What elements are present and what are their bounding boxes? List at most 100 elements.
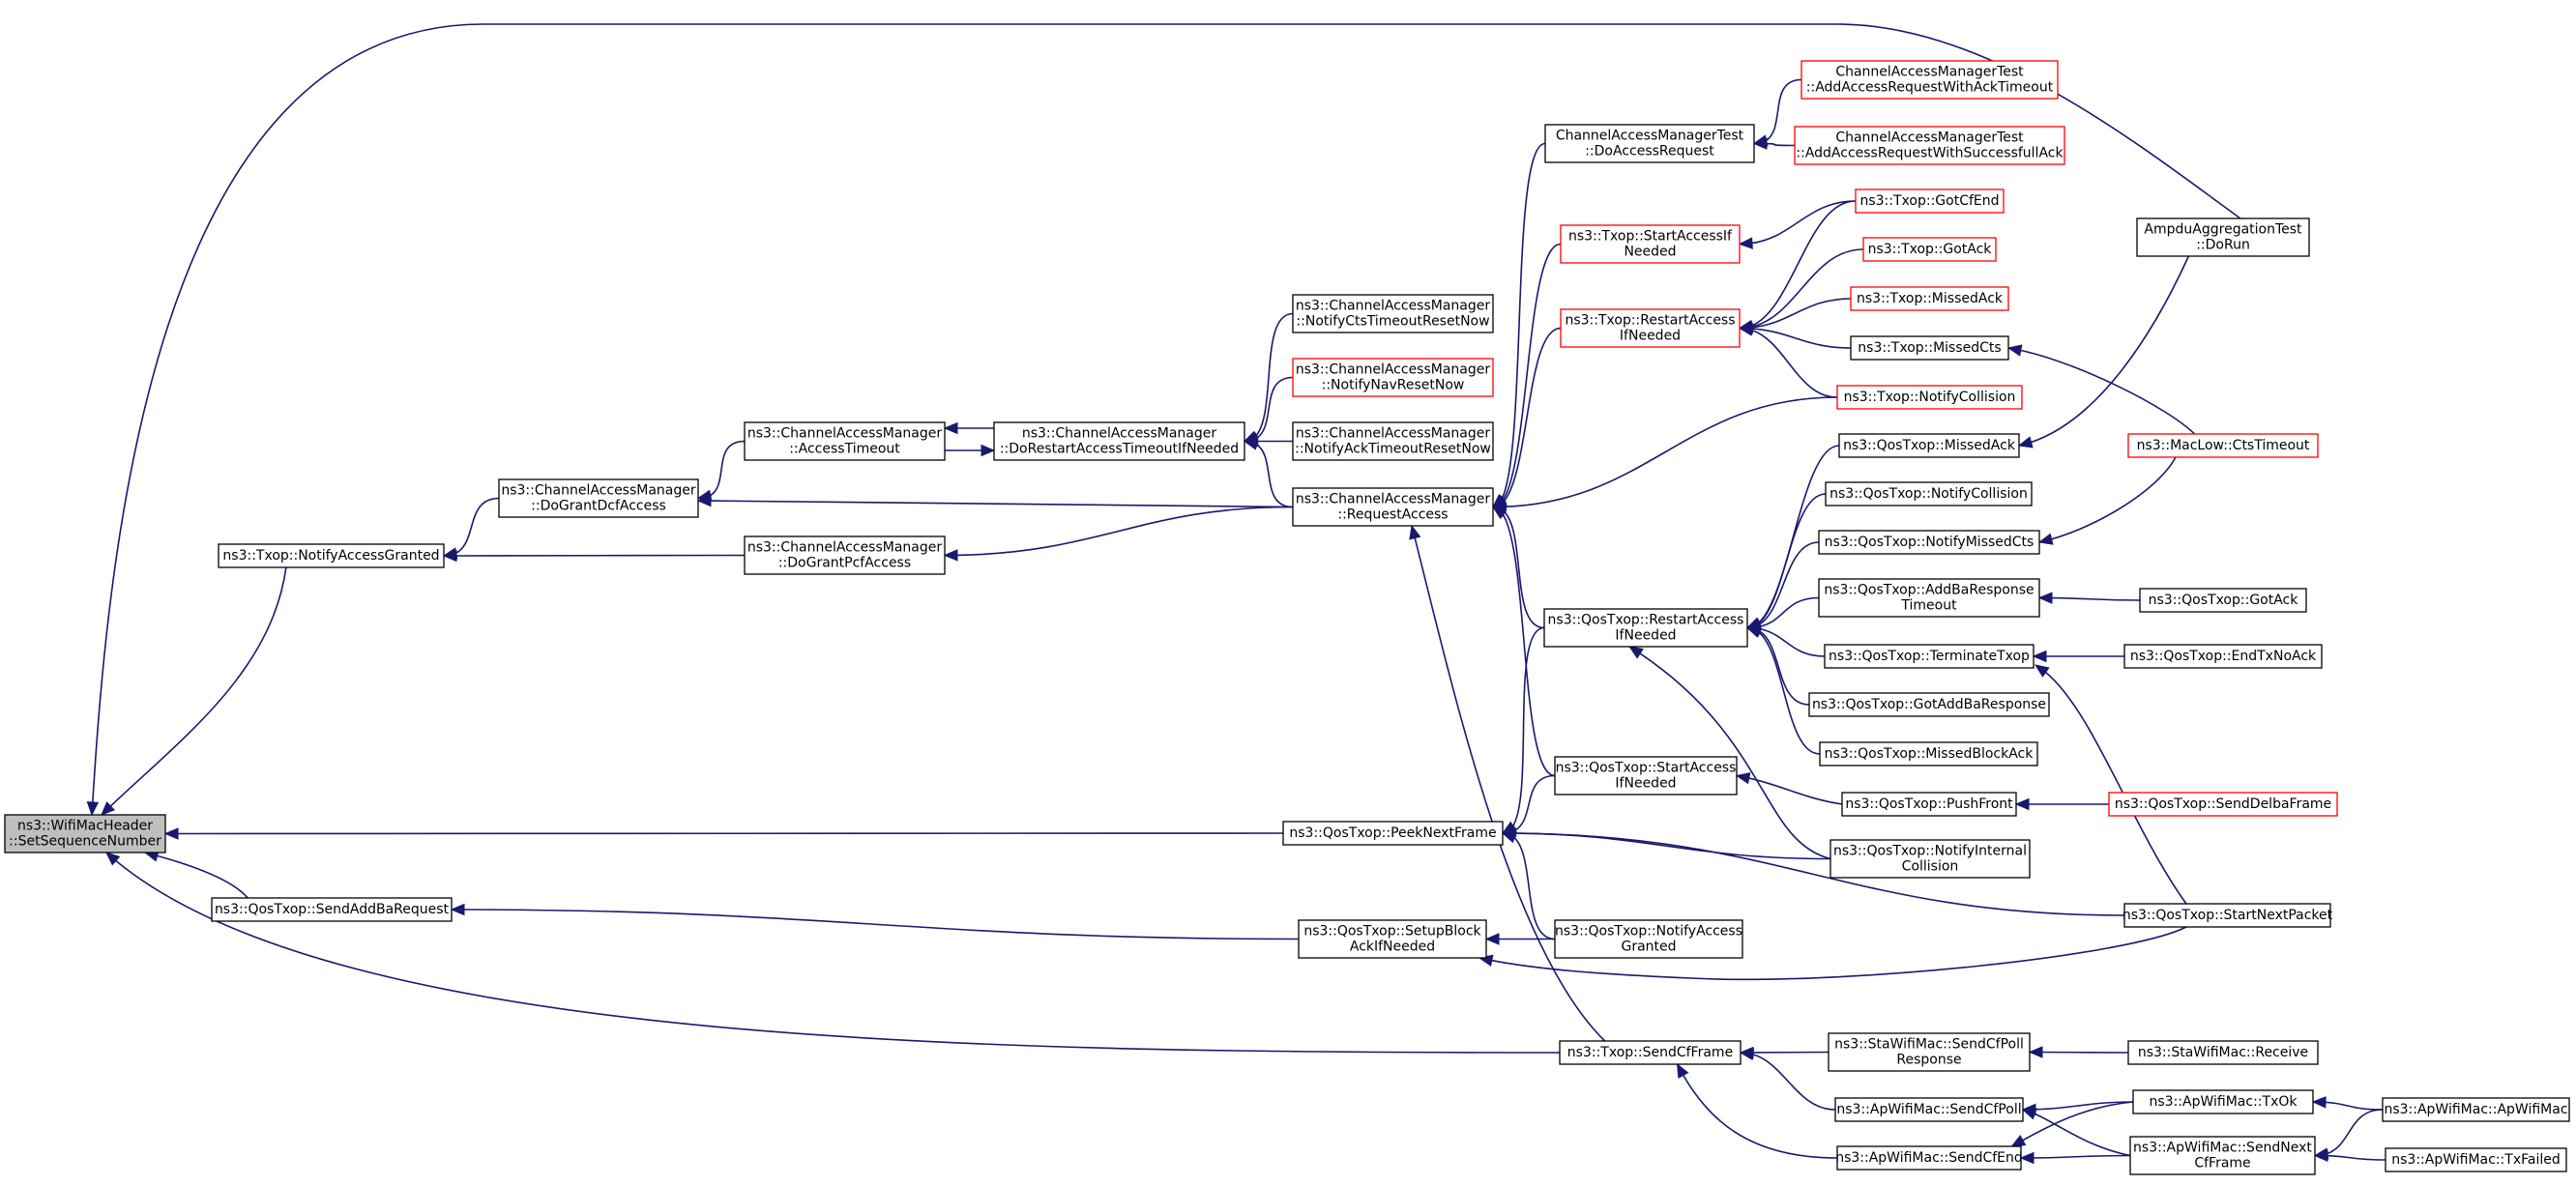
node-cam-do-restart-access-timeout[interactable]: ns3::ChannelAccessManager::DoRestartAcce… [993,421,1245,461]
node-txop-missed-ack[interactable]: ns3::Txop::MissedAck [1850,286,2009,311]
node-qos-missed-ack[interactable]: ns3::QosTxop::MissedAck [1838,433,2020,458]
call-edge-qos_got_ack-to-qos_addba_response_timeout [2037,592,2141,604]
node-ap-tx-ok[interactable]: ns3::ApWifiMac::TxOk [2132,1089,2314,1114]
node-box [1794,126,2065,165]
arrowhead-icon [450,903,465,916]
node-label: ns3::QosTxop::NotifyCollision [1830,486,2028,502]
node-box [1292,421,1494,461]
node-sta-receive[interactable]: ns3::StaWifiMac::Receive [2127,1040,2319,1065]
node-cam-access-timeout[interactable]: ns3::ChannelAccessManager::AccessTimeout [744,421,946,461]
node-ap-wifi-mac[interactable]: ns3::ApWifiMac::ApWifiMac [2382,1097,2570,1122]
node-ap-send-cf-poll[interactable]: ns3::ApWifiMac::SendCfPoll [1834,1097,2024,1122]
node-box [1292,294,1494,333]
node-label: ns3::QosTxop::MissedAck [1843,438,2016,453]
node-txop-notify-access-granted[interactable]: ns3::Txop::NotifyAccessGranted [218,543,445,568]
node-label: Needed [1624,245,1676,260]
node-maclow-cts-timeout[interactable]: ns3::MacLow::CtsTimeout [2127,433,2319,458]
node-label: AckIfNeeded [1350,940,1435,955]
node-txop-got-ack[interactable]: ns3::Txop::GotAck [1862,237,1997,262]
node-cam-do-grant-dcf-access[interactable]: ns3::ChannelAccessManager::DoGrantDcfAcc… [498,478,699,518]
node-box [1862,237,1997,262]
node-cam-notify-cts-timeout[interactable]: ns3::ChannelAccessManager::NotifyCtsTime… [1292,294,1494,333]
node-camt-add-access-ack-timeout[interactable]: ChannelAccessManagerTest::AddAccessReque… [1800,60,2059,100]
node-box [2127,433,2319,458]
arrowhead-icon [1738,324,1754,336]
node-wifi-set-sequence-number[interactable]: ns3::WifiMacHeader::SetSequenceNumber [4,814,166,853]
node-box [1292,358,1494,397]
arrowhead-icon [86,801,100,817]
node-label: ns3::WifiMacHeader [17,819,153,834]
node-qos-notify-access-granted[interactable]: ns3::QosTxop::NotifyAccessGranted [1554,919,1743,959]
node-cam-notify-nav-reset[interactable]: ns3::ChannelAccessManager::NotifyNavRese… [1292,358,1494,397]
node-qos-notify-collision[interactable]: ns3::QosTxop::NotifyCollision [1825,481,2033,506]
node-qos-notify-missed-cts[interactable]: ns3::QosTxop::NotifyMissedCts [1818,530,2040,555]
arrowhead-icon [981,444,996,457]
arrowhead-icon [1484,933,1500,945]
node-cam-request-access[interactable]: ns3::ChannelAccessManager::RequestAccess [1292,487,1494,527]
arrowhead-icon [442,549,457,563]
node-txop-send-cf-frame[interactable]: ns3::Txop::SendCfFrame [1559,1040,1742,1065]
node-label: IfNeeded [1620,329,1681,344]
node-qos-start-next-packet[interactable]: ns3::QosTxop::StartNextPacket [2122,903,2333,928]
node-qos-terminate-txop[interactable]: ns3::QosTxop::TerminateTxop [1824,644,2034,669]
call-edge-ap_send_cf_poll-to-txop_send_cf_frame [1739,1048,1836,1111]
arrowhead-icon [2034,664,2050,678]
call-edge-maclow_cts_timeout-to-qos_notify_missed_cts [2037,456,2177,545]
call-edge-cam_notify_cts_timeout-to-cam_do_restart_access_timeout [1243,312,1294,443]
call-edge-txop_send_cf_frame-to-cam_request_access [1409,524,1606,1042]
arrowhead-icon [163,827,179,840]
call-edge-cam_do_restart_access_timeout-to-cam_access_timeout [943,421,994,435]
node-label: ns3::ApWifiMac::SendCfPoll [1836,1102,2021,1117]
node-label: ::NotifyNavResetNow [1322,378,1465,393]
node-label: ns3::QosTxop::NotifyAccess [1555,924,1742,940]
call-edge-txop_notify_collision-to-cam_request_access [1491,396,1838,513]
node-label: Response [1896,1053,1961,1068]
node-qos-push-front[interactable]: ns3::QosTxop::PushFront [1841,792,2017,817]
node-qos-send-delba-frame[interactable]: ns3::QosTxop::SendDelbaFrame [2108,792,2338,817]
node-txop-missed-cts[interactable]: ns3::Txop::MissedCts [1850,335,2009,361]
node-cam-do-grant-pcf-access[interactable]: ns3::ChannelAccessManager::DoGrantPcfAcc… [744,535,946,575]
node-qos-peek-next-frame[interactable]: ns3::QosTxop::PeekNextFrame [1282,821,1504,846]
node-box [1828,1032,2031,1072]
node-label: ns3::StaWifiMac::Receive [2138,1045,2308,1060]
arrowhead-icon [105,852,121,866]
node-txop-got-cf-end[interactable]: ns3::Txop::GotCfEnd [1855,188,2005,214]
call-edge-qos_start_access_if_needed-to-cam_request_access [1491,506,1556,777]
node-ampdu-aggregation-test-do-run[interactable]: AmpduAggregationTest::DoRun [2136,217,2310,257]
node-qos-got-ack[interactable]: ns3::QosTxop::GotAck [2139,588,2307,613]
node-box [1834,1097,2024,1122]
node-camt-add-access-successful-ack[interactable]: ChannelAccessManagerTest::AddAccessReque… [1794,126,2065,165]
arrowhead-icon [1735,771,1751,785]
call-edge-qos_push_front-to-qos_start_access_if_needed [1735,771,1843,805]
call-edge-txop_notify_access_granted-to-wifi_set_sequence_number [101,566,287,816]
node-cam-notify-ack-timeout[interactable]: ns3::ChannelAccessManager::NotifyAckTime… [1292,421,1494,461]
node-box [2139,588,2307,613]
node-label: ::DoAccessRequest [1585,144,1714,159]
node-qos-end-tx-no-ack[interactable]: ns3::QosTxop::EndTxNoAck [2123,644,2323,669]
node-qos-missed-block-ack[interactable]: ns3::QosTxop::MissedBlockAck [1819,741,2038,767]
node-box [2129,1136,2316,1175]
node-txop-notify-collision[interactable]: ns3::Txop::NotifyCollision [1836,385,2023,410]
node-label: ns3::QosTxop::NotifyInternal [1833,844,2027,859]
node-qos-send-addba-request[interactable]: ns3::QosTxop::SendAddBaRequest [211,897,453,922]
call-edge-cam_request_access-to-cam_do_restart_access_timeout [1243,438,1294,508]
node-label: ns3::Txop::StartAccessIf [1568,229,1733,245]
node-camt-do-access-request[interactable]: ChannelAccessManagerTest::DoAccessReques… [1544,124,1755,163]
node-box [1554,919,1743,959]
node-ap-send-cf-end[interactable]: ns3::ApWifiMac::SendCfEnd [1835,1145,2023,1171]
call-edge-ampdu_aggregation_test_do_run-to-wifi_set_sequence_number [86,23,2241,817]
call-edge-txop_send_cf_frame-to-wifi_set_sequence_number [105,852,1561,1054]
node-qos-got-add-ba-response[interactable]: ns3::QosTxop::GotAddBaResponse [1808,692,2050,717]
node-label: ns3::QosTxop::SendAddBaRequest [215,902,450,917]
arrowhead-icon [1409,524,1421,540]
node-ap-tx-failed[interactable]: ns3::ApWifiMac::TxFailed [2385,1147,2567,1172]
